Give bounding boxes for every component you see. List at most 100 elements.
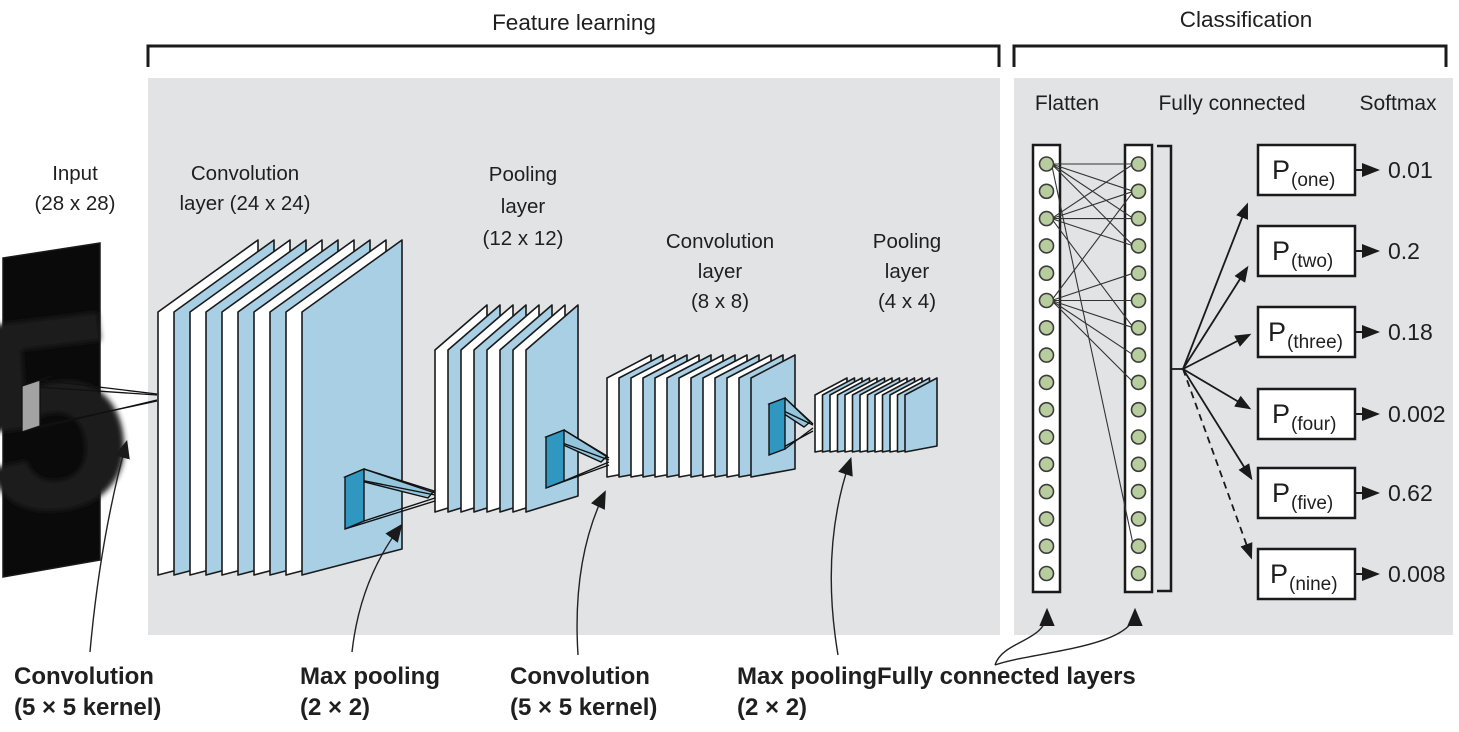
- flatten-header: Flatten: [1035, 92, 1099, 115]
- fully-connected-node: [1130, 429, 1147, 445]
- output-row: P (three) 0.18: [1256, 305, 1433, 359]
- fc-brace-right: [994, 607, 1143, 666]
- fully-connected-node: [1130, 183, 1147, 200]
- output-row: P (one) 0.01: [1256, 143, 1433, 197]
- fc-connection: [1051, 300, 1134, 383]
- p-sub: (nine): [1289, 574, 1338, 595]
- fc-connection: [1051, 299, 1134, 329]
- flatten-node: [1038, 183, 1055, 200]
- annotation-fc-layers: Fully connected layers: [877, 663, 1136, 690]
- feature-map-stacks: [157, 239, 938, 576]
- output-row: P (two) 0.2: [1256, 224, 1420, 278]
- softmax-fan-arrows: [1171, 202, 1253, 560]
- flatten-node: [1038, 265, 1055, 282]
- classification-bracket: [1012, 44, 1448, 67]
- fully-connected-node: [1130, 347, 1147, 363]
- p-sub: (one): [1291, 170, 1335, 191]
- fully-connected-node: [1130, 374, 1147, 391]
- conv2-kernel: [544, 428, 610, 490]
- annotation-pool1-line1: Max pooling: [300, 663, 440, 690]
- p-box: [1256, 224, 1357, 278]
- fc-brace-left: [994, 607, 1055, 666]
- annotation-pool2-line2: (2 × 2): [737, 694, 807, 721]
- annotation-conv1-line2: (5 × 5 kernel): [14, 694, 161, 721]
- fully-connected-node: [1130, 292, 1147, 309]
- fully-connected-node: [1130, 511, 1147, 527]
- p-box: [1256, 547, 1357, 601]
- pool2-label-line2: layer: [885, 260, 930, 283]
- fully-connected-node: [1130, 456, 1147, 473]
- annotation-conv2-line1: Convolution: [510, 663, 650, 690]
- annotation-pool1-line2: (2 × 2): [300, 694, 370, 721]
- p-label: P: [1268, 317, 1286, 347]
- flatten-node: [1038, 319, 1055, 336]
- p-label: P: [1270, 559, 1288, 589]
- pool1-label-line1: Pooling: [489, 163, 557, 186]
- conv2-label-line2: layer: [698, 260, 743, 283]
- p-value: 0.008: [1388, 561, 1446, 587]
- flatten-node: [1038, 565, 1055, 582]
- p-label: P: [1272, 155, 1290, 185]
- pool2-stack-sheet: [904, 377, 938, 453]
- flatten-node: [1038, 210, 1055, 227]
- output-row: P (four) 0.002: [1256, 387, 1446, 441]
- fully-connected-node: [1130, 210, 1147, 227]
- p-box: [1256, 466, 1357, 520]
- output-row: P (nine) 0.008: [1256, 547, 1446, 601]
- conv1-stack-sheet: [301, 239, 403, 576]
- pool1-stack-sheet: [525, 304, 579, 513]
- feature-learning-title: Feature learning: [492, 10, 656, 35]
- pool2-label-line1: Pooling: [873, 230, 941, 253]
- annotation-pool2-line1: Max pooling: [737, 663, 877, 690]
- flatten-node: [1038, 429, 1055, 445]
- flatten-node: [1038, 538, 1055, 555]
- fully-connected-node: [1130, 238, 1147, 254]
- flatten-node: [1038, 292, 1055, 309]
- input-label-line2: (28 x 28): [35, 192, 116, 215]
- p-label: P: [1272, 399, 1290, 429]
- fc-connection: [1051, 163, 1134, 220]
- feature-learning-bracket: [146, 44, 1001, 67]
- fully-connected-node: [1130, 265, 1147, 282]
- flatten-node: [1038, 511, 1055, 527]
- fully-connected-node: [1130, 156, 1147, 172]
- p-value: 0.01: [1388, 157, 1433, 183]
- flatten-node: [1038, 456, 1055, 473]
- conv1-label-line2: layer (24 x 24): [179, 192, 310, 215]
- flatten-node: [1038, 374, 1055, 391]
- fully-connected-node: [1130, 483, 1147, 500]
- dashed-fan-arrow: [1182, 368, 1253, 560]
- fc-connection: [1051, 218, 1134, 247]
- p-sub: (four): [1291, 414, 1336, 435]
- fully-connected-header: Fully connected: [1158, 92, 1305, 115]
- p-sub: (five): [1291, 493, 1333, 514]
- p-value: 0.002: [1388, 401, 1446, 427]
- p-value: 0.18: [1388, 319, 1433, 345]
- p-value: 0.2: [1388, 238, 1420, 264]
- fully-connected-node: [1130, 565, 1147, 582]
- p-label: P: [1272, 478, 1290, 508]
- output-row: P (five) 0.62: [1256, 466, 1433, 520]
- p-label: P: [1272, 236, 1290, 266]
- annotation-leader-arrows: [89, 439, 1143, 666]
- classification-title: Classification: [1180, 7, 1313, 32]
- conv2-label-line1: Convolution: [666, 230, 774, 253]
- maxpool2-kernel: [767, 396, 814, 457]
- fully-connected-node: [1130, 319, 1147, 336]
- flatten-node: [1038, 483, 1055, 500]
- fully-connected-node: [1130, 401, 1147, 418]
- maxpool1-kernel: [342, 467, 436, 531]
- fc-connection: [1051, 272, 1134, 302]
- pool1-label-line3: (12 x 12): [483, 227, 564, 250]
- pool1-label-line2: layer: [501, 195, 546, 218]
- softmax-header: Softmax: [1359, 92, 1437, 115]
- fc-connection: [1050, 163, 1135, 547]
- fully-connected-node: [1130, 538, 1147, 555]
- p-box: [1256, 387, 1357, 441]
- fc-connection: [1051, 300, 1134, 356]
- p-sub: (three): [1287, 332, 1343, 353]
- p-box: [1256, 305, 1357, 359]
- fc-connection: [1051, 190, 1134, 220]
